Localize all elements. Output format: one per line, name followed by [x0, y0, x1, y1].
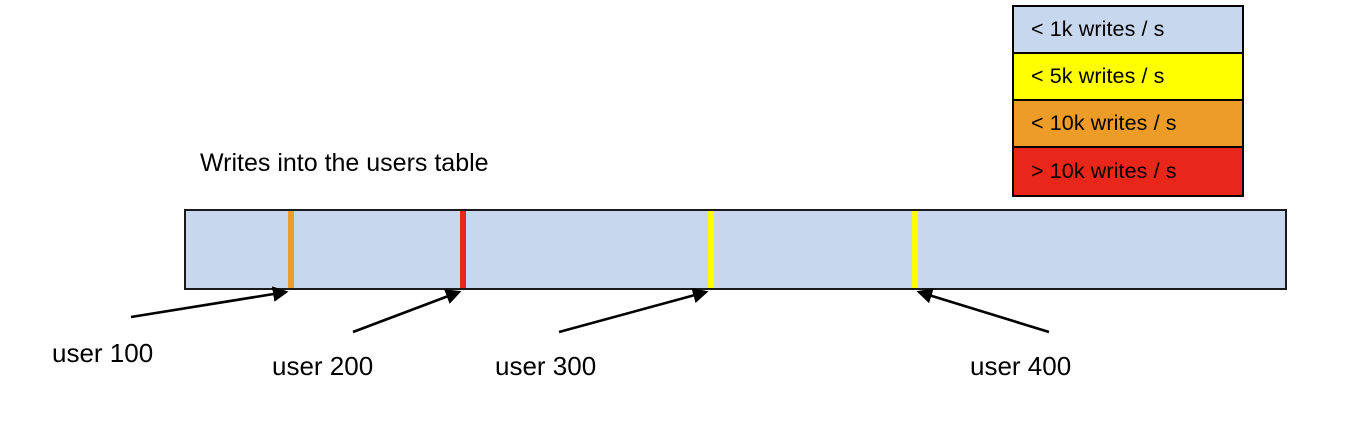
legend-label-under-10k: < 10k writes / s [1031, 110, 1177, 135]
legend-row-under-1k: < 1k writes / s [1014, 7, 1242, 54]
arrow-user-300 [558, 287, 709, 334]
legend-row-under-5k: < 5k writes / s [1014, 54, 1242, 101]
legend-row-over-10k: > 10k writes / s [1014, 148, 1242, 195]
legend-label-under-1k: < 1k writes / s [1031, 16, 1165, 41]
legend-label-over-10k: > 10k writes / s [1031, 158, 1177, 183]
callout-label-user-300: user 300 [495, 351, 597, 381]
marker-stripe-user-100 [288, 211, 294, 288]
arrow-user-400 [916, 288, 1050, 334]
chart-title: Writes into the users table [200, 149, 489, 177]
legend-label-under-5k: < 5k writes / s [1031, 63, 1165, 88]
callout-label-user-200: user 200 [272, 351, 374, 381]
callout-label-user-400: user 400 [970, 351, 1072, 381]
write-rate-legend: < 1k writes / s < 5k writes / s < 10k wr… [1012, 5, 1244, 197]
arrow-user-100 [130, 286, 289, 319]
callout-label-user-100: user 100 [52, 338, 154, 368]
marker-stripe-user-200 [460, 211, 466, 288]
legend-row-under-10k: < 10k writes / s [1014, 101, 1242, 148]
users-table-bar [184, 209, 1287, 290]
marker-stripe-user-300 [708, 211, 714, 288]
arrow-user-200 [352, 289, 462, 334]
marker-stripe-user-400 [912, 211, 918, 288]
